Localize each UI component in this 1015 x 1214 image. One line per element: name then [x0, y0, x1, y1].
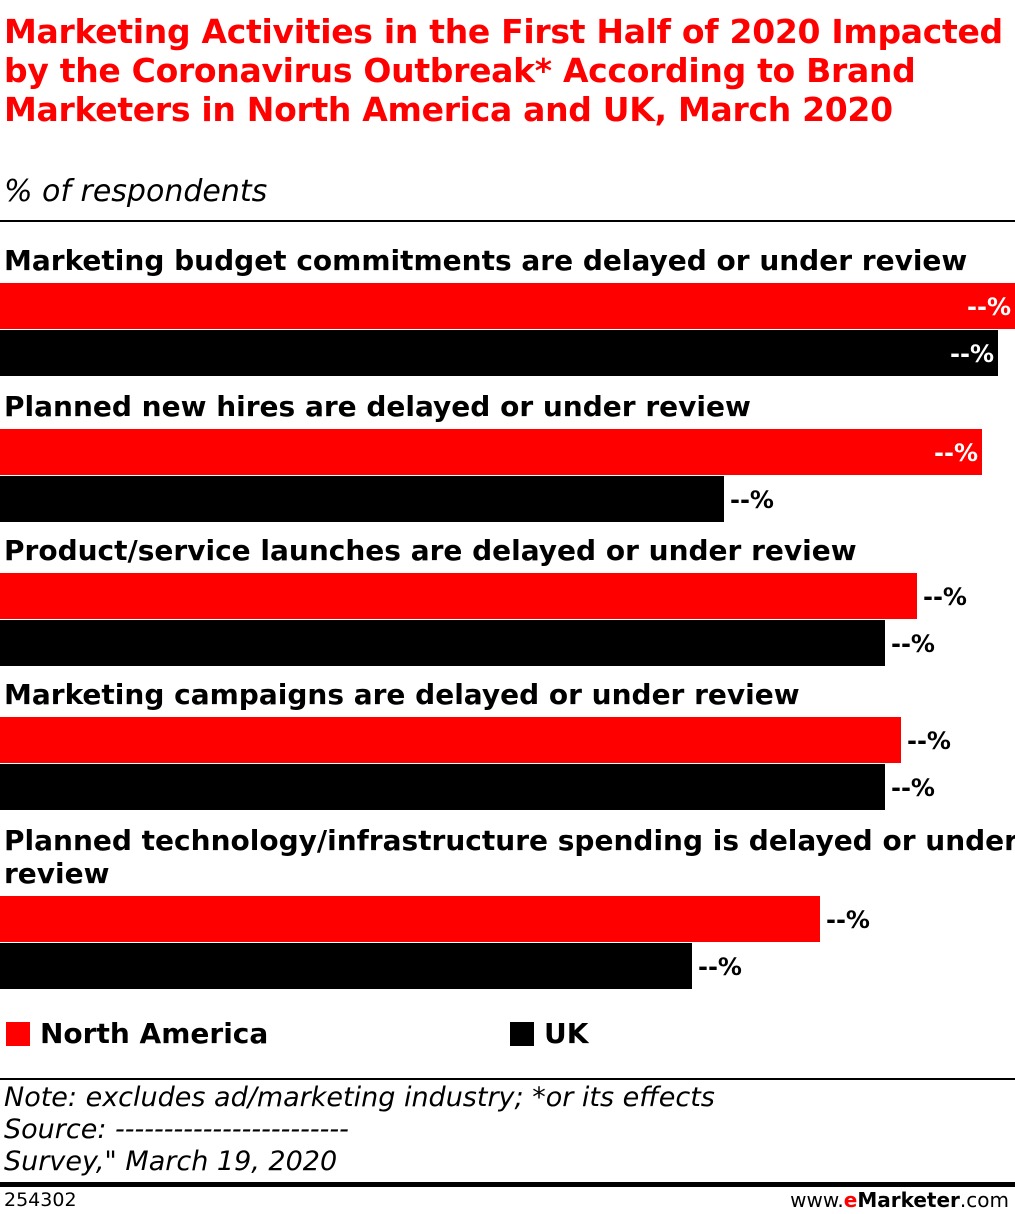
brand-e: e — [843, 1188, 858, 1212]
value-label-north-america: --% — [967, 293, 1011, 321]
value-label-uk: --% — [730, 486, 774, 514]
value-label-north-america: --% — [923, 583, 967, 611]
chart-subtitle: % of respondents — [4, 174, 268, 209]
legend-swatch-uk — [510, 1022, 534, 1046]
bar-north-america — [0, 283, 1015, 329]
legend-item-uk: UK — [510, 1016, 588, 1052]
value-label-uk: --% — [891, 630, 935, 658]
note-text: Note: excludes ad/marketing industry; *o… — [4, 1082, 715, 1113]
value-label-north-america: --% — [907, 727, 951, 755]
bar-north-america — [0, 896, 820, 942]
brand-prefix: www. — [790, 1188, 844, 1212]
top-divider — [0, 220, 1015, 222]
category-label: Planned new hires are delayed or under r… — [4, 390, 751, 423]
source-text: Source: ------------------------ — [4, 1114, 349, 1145]
chart-notes: Note: excludes ad/marketing industry; *o… — [4, 1082, 1004, 1178]
value-label-north-america: --% — [934, 439, 978, 467]
bar-north-america — [0, 717, 901, 763]
bar-north-america — [0, 573, 917, 619]
bar-uk — [0, 330, 998, 376]
value-label-uk: --% — [950, 340, 994, 368]
brand-link[interactable]: www.eMarketer.com — [790, 1188, 1009, 1212]
bar-north-america — [0, 429, 982, 475]
value-label-uk: --% — [698, 953, 742, 981]
category-label: Product/service launches are delayed or … — [4, 534, 857, 567]
legend-item-north-america: North America — [6, 1016, 268, 1052]
brand-suffix: .com — [959, 1188, 1009, 1212]
bar-uk — [0, 476, 724, 522]
bar-uk — [0, 620, 885, 666]
bar-uk — [0, 943, 692, 989]
bottom-divider — [0, 1182, 1015, 1187]
legend-swatch-north-america — [6, 1022, 30, 1046]
survey-text: Survey," March 19, 2020 — [4, 1146, 338, 1177]
legend-label-north-america: North America — [40, 1017, 269, 1050]
value-label-uk: --% — [891, 774, 935, 802]
bar-uk — [0, 764, 885, 810]
category-label: Marketing budget commitments are delayed… — [4, 244, 967, 277]
category-label: Marketing campaigns are delayed or under… — [4, 678, 800, 711]
chart-legend: North America UK — [0, 1016, 1015, 1056]
chart-title: Marketing Activities in the First Half o… — [4, 12, 1003, 129]
notes-divider — [0, 1078, 1015, 1080]
bar-chart: Marketing budget commitments are delayed… — [0, 244, 1015, 989]
brand-name: Marketer — [857, 1188, 960, 1212]
legend-label-uk: UK — [544, 1017, 589, 1050]
value-label-north-america: --% — [826, 906, 870, 934]
chart-id: 254302 — [4, 1189, 77, 1211]
category-label: Planned technology/infrastructure spendi… — [4, 824, 1015, 890]
